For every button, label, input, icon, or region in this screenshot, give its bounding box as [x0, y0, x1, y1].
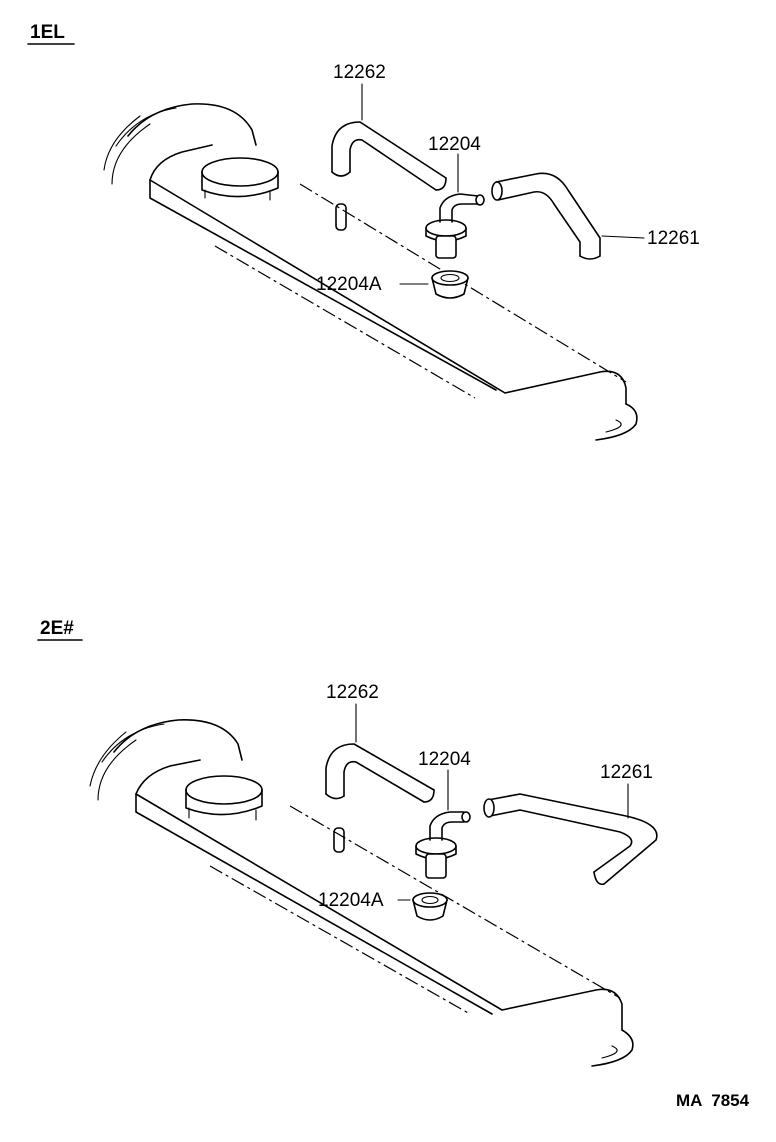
section-label-2e: 2E# — [40, 618, 74, 639]
hose-12261: 12261 — [483, 762, 658, 886]
section-label-1el: 1EL — [30, 22, 65, 43]
section-1el: 1EL — [27, 22, 700, 441]
hose-12261: 12261 — [491, 172, 700, 260]
part-label-12204: 12204 — [418, 749, 471, 770]
part-label-12204: 12204 — [428, 134, 481, 155]
cylinder-head-cover — [89, 719, 634, 1067]
cylinder-head-cover — [103, 103, 638, 441]
grommet-12204a: 12204A — [316, 270, 469, 299]
part-label-12262: 12262 — [333, 62, 386, 83]
part-label-12204a: 12204A — [318, 890, 384, 911]
part-label-12204a: 12204A — [316, 274, 382, 295]
part-label-12261: 12261 — [600, 762, 653, 783]
reference-code: MA 7854 — [676, 1091, 750, 1110]
valve-12204: 12204 — [425, 134, 485, 259]
part-label-12261: 12261 — [647, 228, 700, 249]
hose-12262: 12262 — [325, 682, 435, 803]
valve-12204: 12204 — [415, 749, 471, 879]
hose-12262: 12262 — [331, 62, 447, 191]
part-label-12262: 12262 — [326, 682, 379, 703]
section-2e: 2E# — [37, 618, 658, 1067]
grommet-12204a: 12204A — [318, 890, 448, 921]
